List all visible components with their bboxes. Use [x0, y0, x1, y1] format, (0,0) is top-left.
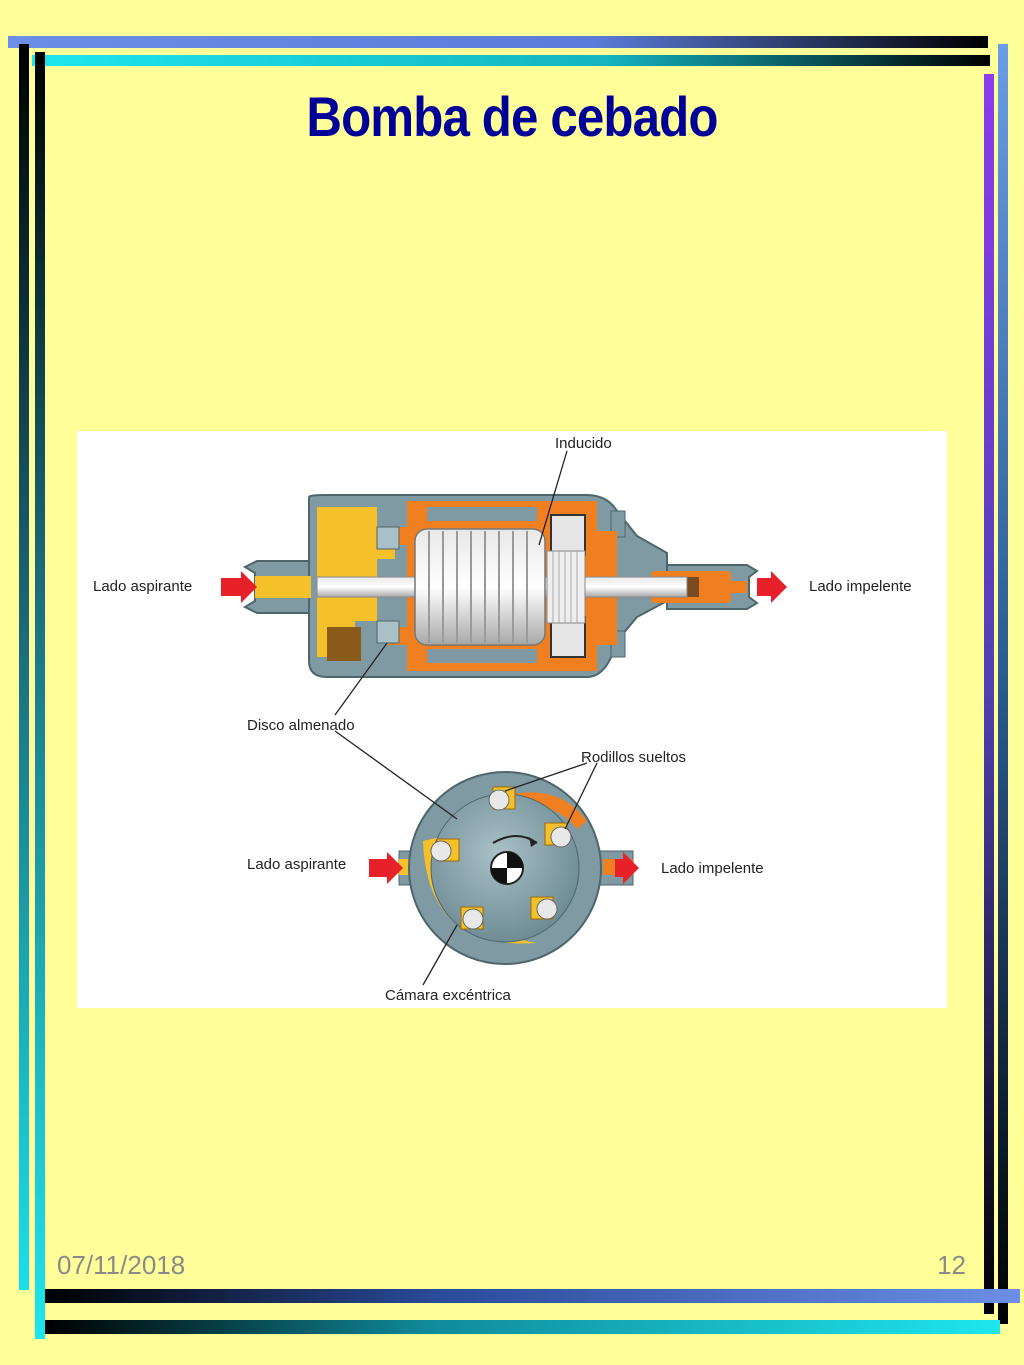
label-inducido: Inducido: [555, 435, 612, 452]
frame-bar-bottom-outer: [45, 1320, 1000, 1334]
frame-bar-right-outer: [998, 44, 1008, 1324]
inlet-arrow-bottom: [369, 852, 403, 884]
frame-bar-top-outer: [8, 36, 988, 48]
slide-title: Bomba de cebado: [306, 85, 718, 148]
frame-bar-bottom-inner: [45, 1289, 1020, 1303]
frame-bar-top-inner: [32, 55, 990, 66]
label-disco-almenado: Disco almenado: [247, 717, 355, 734]
fuel-pump-diagram-svg: Inducido Lado aspirante Lado impelente D…: [93, 435, 912, 1004]
outlet-arrow-top: [757, 571, 787, 603]
fuel-pump-diagram: Inducido Lado aspirante Lado impelente D…: [77, 431, 947, 1008]
roller-pump-front-view: [369, 771, 639, 965]
frame-bar-left-outer: [19, 44, 29, 1290]
slide-date: 07/11/2018: [57, 1250, 186, 1280]
frame-bar-left-inner: [35, 52, 45, 1339]
frame-bar-right-inner: [984, 74, 994, 1314]
pump-cross-section: [221, 494, 787, 678]
label-lado-aspirante-top: Lado aspirante: [93, 578, 192, 595]
leader-lines: [334, 450, 598, 986]
slide-page-number: 12: [937, 1250, 966, 1280]
label-lado-impelente-bottom: Lado impelente: [661, 860, 764, 877]
inlet-arrow-top: [221, 571, 257, 603]
label-rodillos-sueltos: Rodillos sueltos: [581, 749, 686, 766]
label-lado-aspirante-bottom: Lado aspirante: [247, 856, 346, 873]
label-camara-excentrica: Cámara excéntrica: [385, 987, 512, 1004]
label-lado-impelente-top: Lado impelente: [809, 578, 912, 595]
outlet-arrow-bottom: [615, 852, 639, 884]
